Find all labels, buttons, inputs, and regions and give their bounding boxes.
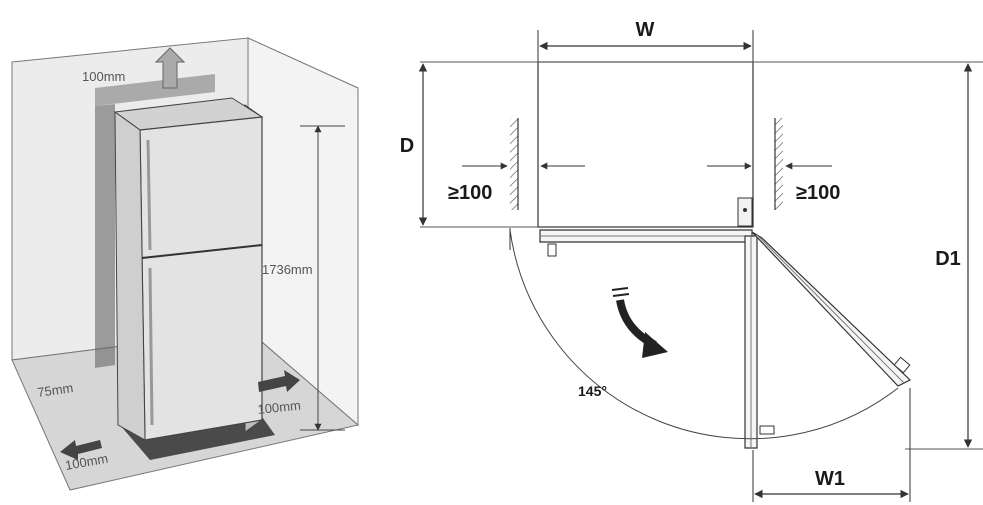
front-clearance-arrow-icon [60,440,102,460]
up-arrow-icon [154,47,186,89]
left-wall-hatch [510,118,518,210]
fridge-left-side [114,111,146,441]
upper-door-handle [146,139,152,251]
right-clearance-arrow-icon [258,370,300,392]
right-clearance-label: 100mm [257,398,302,417]
fridge-front [139,116,263,441]
left-clearance-label: 75mm [36,380,74,400]
closed-door-foot [547,243,557,257]
top-clearance-label: 100mm [82,69,125,84]
front-clearance-label: 100mm [64,451,109,473]
wall-shadow [95,104,115,368]
height-label: 1736mm [262,262,313,277]
right-figure-topview: W D ≥100 ≥100 [400,19,983,502]
right-wall-hatch [775,118,783,210]
left-gap-label: ≥100 [448,182,492,204]
door-width-label: W1 [815,468,845,490]
swing-door-foot [893,356,911,374]
left-figure-3d: 100mm 1736mm 75mm 100mm 100mm [11,37,360,491]
open-door-foot [759,425,775,435]
swing-arc [509,229,899,440]
width-label: W [636,19,655,41]
right-gap-label: ≥100 [796,182,840,204]
depth-label: D [400,135,414,157]
swing-angle-label: 145° [578,383,607,399]
rotation-arrow-icon [611,287,668,358]
total-depth-label: D1 [935,248,961,270]
cabinet-outline [537,61,754,228]
top-clearance-band [95,74,215,106]
door-divider [141,244,263,259]
lower-door-handle [148,267,154,426]
